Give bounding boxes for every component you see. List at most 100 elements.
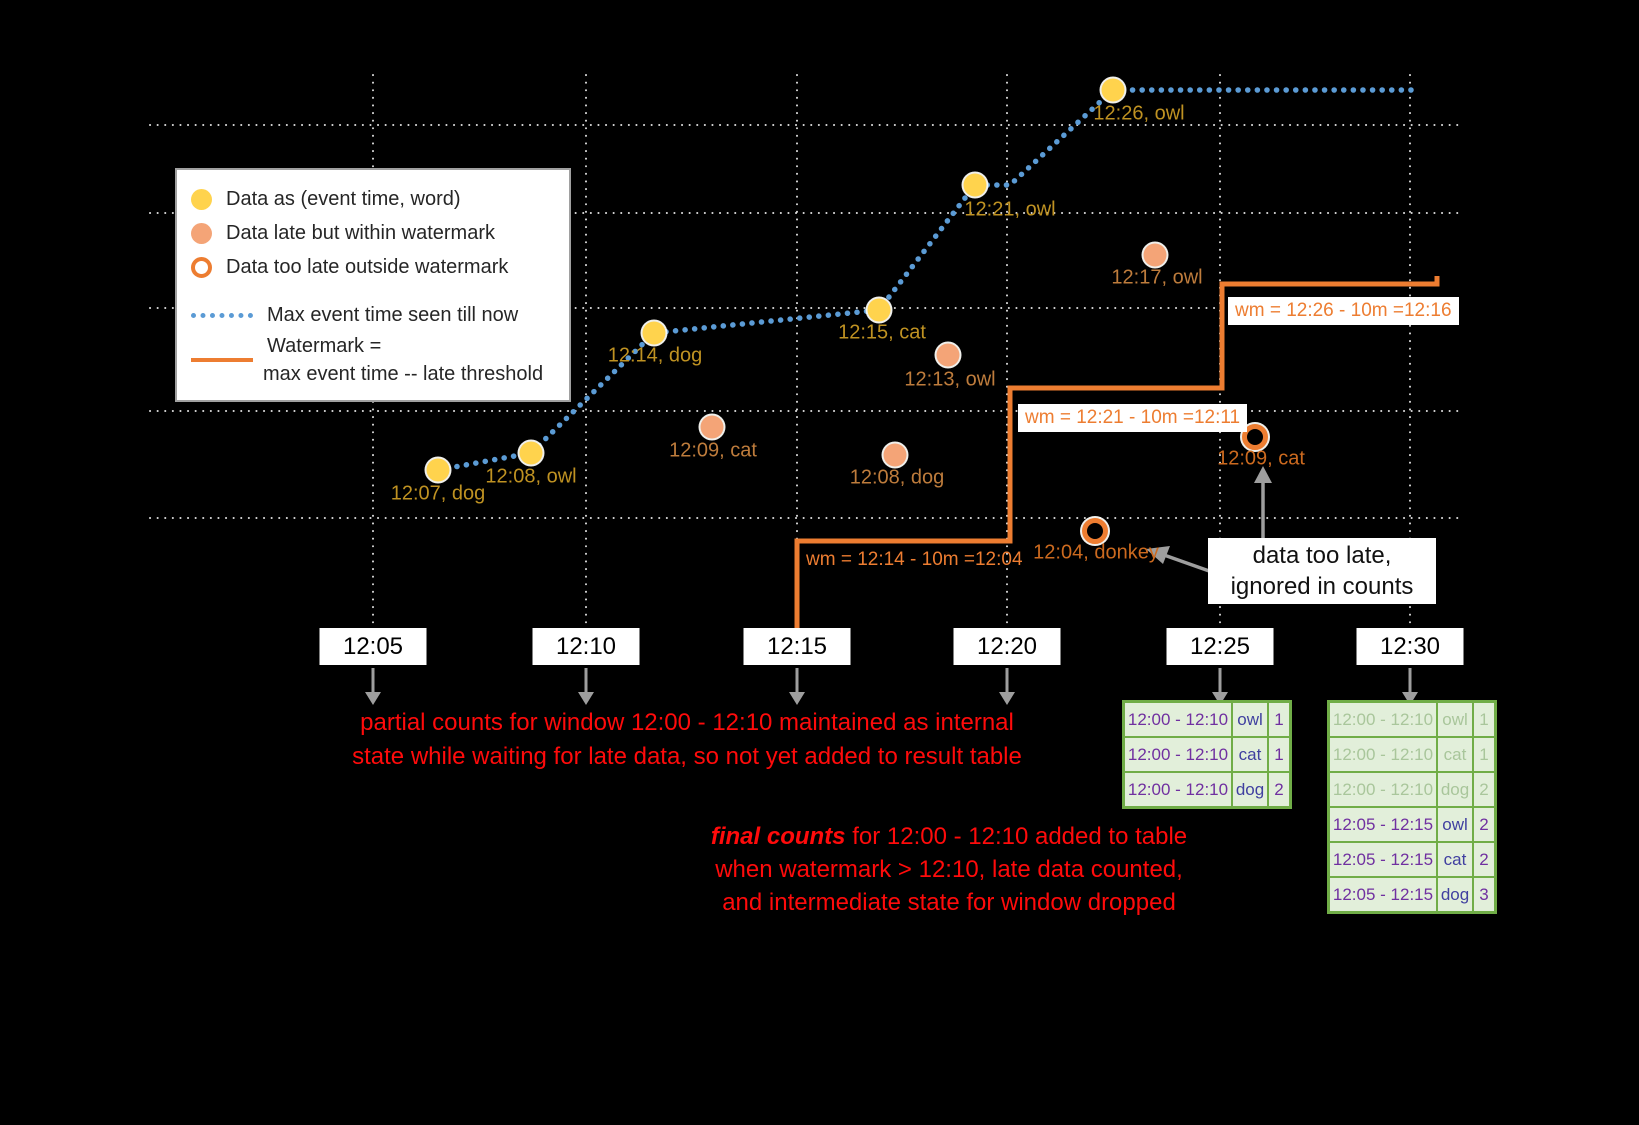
cell-window: 12:00 - 12:10 [1125, 738, 1231, 771]
max-event-time-icon [191, 312, 253, 318]
data-point-late-within [1143, 243, 1167, 267]
too-late-arrow-donkey [1146, 546, 1213, 574]
data-point-label: 12:14, dog [607, 344, 703, 367]
cell-window: 12:00 - 12:10 [1330, 703, 1436, 736]
legend-label: Data too late outside watermark [226, 253, 508, 281]
down-arrow [1218, 668, 1222, 694]
cell-word: dog [1438, 773, 1472, 806]
data-point-on-time [867, 298, 891, 322]
callout-line: data too late, [1252, 542, 1392, 569]
down-arrow-head [999, 692, 1015, 705]
cell-window: 12:05 - 12:15 [1330, 808, 1436, 841]
cell-window: 12:00 - 12:10 [1330, 773, 1436, 806]
down-arrow [584, 668, 588, 694]
data-point-label: 12:08, dog [849, 466, 945, 489]
time-tick-12:05: 12:05 [319, 628, 427, 665]
cell-count: 2 [1474, 773, 1494, 806]
data-point-late-within [700, 415, 724, 439]
callout-line: ignored in counts [1230, 573, 1414, 600]
down-arrow [1005, 668, 1009, 694]
legend-label-line: Watermark = [267, 335, 382, 357]
legend-item-watermark: Watermark = max event time -- late thresh… [191, 332, 555, 388]
too-late-arrow-cat [1254, 466, 1272, 538]
note-line: final counts for 12:00 - 12:10 added to … [694, 820, 1204, 853]
data-point-on-time [642, 321, 666, 345]
data-point-late-within [936, 343, 960, 367]
down-arrow-head [578, 692, 594, 705]
cell-count: 2 [1474, 808, 1494, 841]
cell-window: 12:00 - 12:10 [1125, 703, 1231, 736]
time-tick-12:30: 12:30 [1356, 628, 1464, 665]
watermark-line [794, 276, 1440, 630]
cell-word: dog [1233, 773, 1267, 806]
cell-count: 1 [1269, 703, 1289, 736]
cell-word: cat [1233, 738, 1267, 771]
time-tick-12:25: 12:25 [1166, 628, 1274, 665]
watermark-icon [191, 358, 253, 362]
cell-word: owl [1438, 703, 1472, 736]
data-point-label: 12:08, owl [485, 465, 577, 488]
note-line: and intermediate state for window droppe… [722, 889, 1176, 916]
note-line: state while waiting for late data, so no… [352, 743, 1022, 770]
data-point-label: 12:09, cat [1217, 447, 1305, 470]
legend-item-too-late: Data too late outside watermark [191, 250, 555, 284]
data-point-too-late [1082, 518, 1108, 544]
watermark-value-label: wm = 12:14 - 10m =12:04 [806, 549, 1023, 570]
legend: Data as (event time, word)Data late but … [175, 168, 571, 402]
cell-count: 1 [1474, 703, 1494, 736]
note-partial-counts: partial counts for window 12:00 - 12:10 … [317, 706, 1057, 774]
down-arrow-head [365, 692, 381, 705]
data-point-label: 12:15, cat [838, 321, 926, 344]
down-arrow-head [789, 692, 805, 705]
on-time-icon [191, 188, 212, 210]
late-within-icon [191, 222, 212, 244]
data-point-late-within [883, 443, 907, 467]
note-line: when watermark > 12:10, late data counte… [715, 856, 1183, 883]
cell-window: 12:00 - 12:10 [1125, 773, 1231, 806]
legend-label-line: Data as (event time, word) [226, 188, 461, 210]
cell-word: dog [1438, 878, 1472, 911]
final-counts-emphasis: final counts [710, 823, 846, 850]
too-late-icon [191, 256, 212, 278]
legend-label: Max event time seen till now [267, 301, 518, 329]
note-final-counts: final counts for 12:00 - 12:10 added to … [694, 820, 1204, 919]
cell-count: 2 [1269, 773, 1289, 806]
time-tick-12:20: 12:20 [953, 628, 1061, 665]
legend-label: Watermark = max event time -- late thresh… [263, 332, 543, 388]
time-tick-12:15: 12:15 [743, 628, 851, 665]
data-point-label: 12:07, dog [390, 482, 486, 505]
down-arrow [1408, 668, 1412, 694]
legend-label-line2: max event time -- late threshold [263, 363, 544, 385]
gridlines [149, 74, 1463, 629]
data-point-label: 12:26, owl [1093, 102, 1185, 125]
watermark-value-label: wm = 12:21 - 10m =12:11 [1018, 404, 1248, 432]
cell-word: owl [1438, 808, 1472, 841]
data-point-on-time [963, 173, 987, 197]
legend-item-max-event-time: Max event time seen till now [191, 298, 555, 332]
data-point-on-time [1101, 78, 1125, 102]
data-point-on-time [519, 441, 543, 465]
legend-label-line: Data too late outside watermark [226, 256, 509, 278]
legend-item-on-time: Data as (event time, word) [191, 182, 555, 216]
data-point-label: 12:17, owl [1111, 266, 1203, 289]
legend-items: Data as (event time, word)Data late but … [191, 182, 555, 388]
legend-label: Data as (event time, word) [226, 185, 461, 213]
note-line-rest: for 12:00 - 12:10 added to table [845, 823, 1188, 850]
data-point-label: 12:21, owl [964, 198, 1056, 221]
cell-word: cat [1438, 843, 1472, 876]
cell-count: 2 [1474, 843, 1494, 876]
cell-word: owl [1233, 703, 1267, 736]
cell-word: cat [1438, 738, 1472, 771]
legend-label-line: Max event time seen till now [267, 304, 519, 326]
